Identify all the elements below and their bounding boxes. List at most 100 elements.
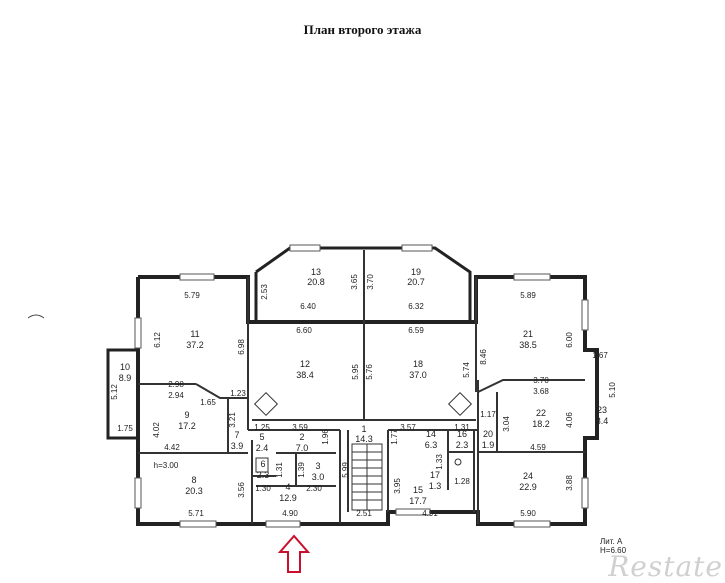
dim: 1.65 xyxy=(200,398,216,407)
dim: 1.67 xyxy=(592,351,608,360)
margin-mark xyxy=(27,314,45,319)
dim: 3.21 xyxy=(228,412,237,428)
room-1-number: 1 xyxy=(361,424,366,434)
fixtures xyxy=(253,391,473,473)
room-4-area: 12.9 xyxy=(279,493,297,503)
dim: 3.04 xyxy=(502,416,511,432)
room-18-number: 18 xyxy=(413,359,423,369)
room-15-number: 15 xyxy=(413,485,423,495)
room-6-number: 6 xyxy=(260,459,265,469)
room-9-number: 9 xyxy=(184,410,189,420)
dim: 1.31 xyxy=(275,462,284,478)
room-5-area: 2.4 xyxy=(256,443,269,453)
dimension-labels-vertical: 6.12 6.98 4.02 3.21 5.12 3.56 1.96 1.31 … xyxy=(110,274,617,498)
windows xyxy=(134,244,589,528)
lit-line1: Лит. А xyxy=(600,537,623,546)
room-16-area: 2.3 xyxy=(456,440,469,450)
dim: 8.46 xyxy=(479,349,488,365)
room-14-area: 6.3 xyxy=(425,440,438,450)
room-24-number: 24 xyxy=(523,471,533,481)
room-7-area: 3.9 xyxy=(231,441,244,451)
dim: 5.74 xyxy=(462,362,471,378)
lit-label: Лит. А H=6.60 xyxy=(600,537,626,555)
dim: 2.94 xyxy=(168,391,184,400)
dim: 5.95 xyxy=(351,364,360,380)
dim: 3.95 xyxy=(393,478,402,494)
dim: 3.70 xyxy=(366,274,375,290)
room-8-area: 20.3 xyxy=(185,486,203,496)
outer-walls xyxy=(106,246,599,526)
dim: 6.60 xyxy=(296,326,312,335)
room-7-number: 7 xyxy=(234,430,239,440)
dim: 1.31 xyxy=(454,423,470,432)
dim: 3.56 xyxy=(237,482,246,498)
room-11-number: 11 xyxy=(190,329,199,339)
dim: 1.96 xyxy=(321,429,330,445)
room-24-area: 22.9 xyxy=(519,482,537,492)
room-20-area: 1.9 xyxy=(482,440,495,450)
dim: 3.88 xyxy=(565,475,574,491)
room-19-number: 19 xyxy=(411,267,421,277)
room-3-number: 3 xyxy=(315,461,320,471)
dimension-labels: 5.79 2.98 2.94 1.65 1.23 4.42 1.75 h=3.0… xyxy=(117,291,608,518)
room-4-number: 4 xyxy=(285,482,290,492)
room-17-area: 1.3 xyxy=(429,481,442,491)
dim: 1.25 xyxy=(254,423,270,432)
room-11-area: 37.2 xyxy=(186,340,204,350)
dim: 1.28 xyxy=(454,477,470,486)
room-17-number: 17 xyxy=(430,470,440,480)
dim: 1.77 xyxy=(390,429,399,445)
dim: 6.32 xyxy=(408,302,424,311)
dim: 5.90 xyxy=(520,509,536,518)
room-12-number: 12 xyxy=(300,359,310,369)
dim: 1.30 xyxy=(255,484,271,493)
dim: 3.59 xyxy=(292,423,308,432)
room-labels: 11 37.2 12 38.4 13 20.8 19 20.7 18 37.0 … xyxy=(119,267,609,506)
dim: 6.59 xyxy=(408,326,424,335)
dim: 6.40 xyxy=(300,302,316,311)
dim: 5.99 xyxy=(341,462,350,478)
dim: 2.30 xyxy=(306,484,322,493)
dim: 5.89 xyxy=(520,291,536,300)
dim: 6.12 xyxy=(153,332,162,348)
dim: 3.65 xyxy=(350,274,359,290)
room-10-area: 8.9 xyxy=(119,373,132,383)
interior-walls xyxy=(138,250,585,524)
dim: 3.57 xyxy=(400,423,416,432)
room-12-area: 38.4 xyxy=(296,370,314,380)
room-21-area: 38.5 xyxy=(519,340,537,350)
dim: 4.02 xyxy=(152,422,161,438)
room-22-number: 22 xyxy=(536,408,546,418)
watermark: Restate xyxy=(608,550,723,583)
room-13-number: 13 xyxy=(311,267,321,277)
dim: 2.53 xyxy=(260,284,269,300)
dim: 5.10 xyxy=(608,382,617,398)
dim: 5.71 xyxy=(188,509,204,518)
dim: 1.17 xyxy=(480,410,496,419)
lit-line2: H=6.60 xyxy=(600,546,627,555)
dim: 3.70 xyxy=(533,376,549,385)
dim: 6.00 xyxy=(565,332,574,348)
room-13-area: 20.8 xyxy=(307,277,325,287)
room-23-number: 23 xyxy=(597,405,607,415)
dim: 4.06 xyxy=(565,412,574,428)
dim: 1.75 xyxy=(117,424,133,433)
arrow-up-icon xyxy=(277,534,311,573)
dim: 2.51 xyxy=(356,509,372,518)
dim: 3.68 xyxy=(533,387,549,396)
room-3-area: 3.0 xyxy=(312,472,325,482)
dim: 5.12 xyxy=(110,384,119,400)
room-15-area: 17.7 xyxy=(409,496,427,506)
dim: 1.33 xyxy=(435,454,444,470)
room-21-number: 21 xyxy=(523,329,533,339)
room-20-number: 20 xyxy=(483,429,493,439)
room-6-area: 2.3 xyxy=(257,470,270,480)
room-23-area: 8.4 xyxy=(596,416,609,426)
room-10-number: 10 xyxy=(120,362,130,372)
dim: 4.91 xyxy=(422,509,438,518)
dim: 4.42 xyxy=(164,443,180,452)
dim: 6.98 xyxy=(237,339,246,355)
dim: 4.90 xyxy=(282,509,298,518)
dim: 2.98 xyxy=(168,380,184,389)
